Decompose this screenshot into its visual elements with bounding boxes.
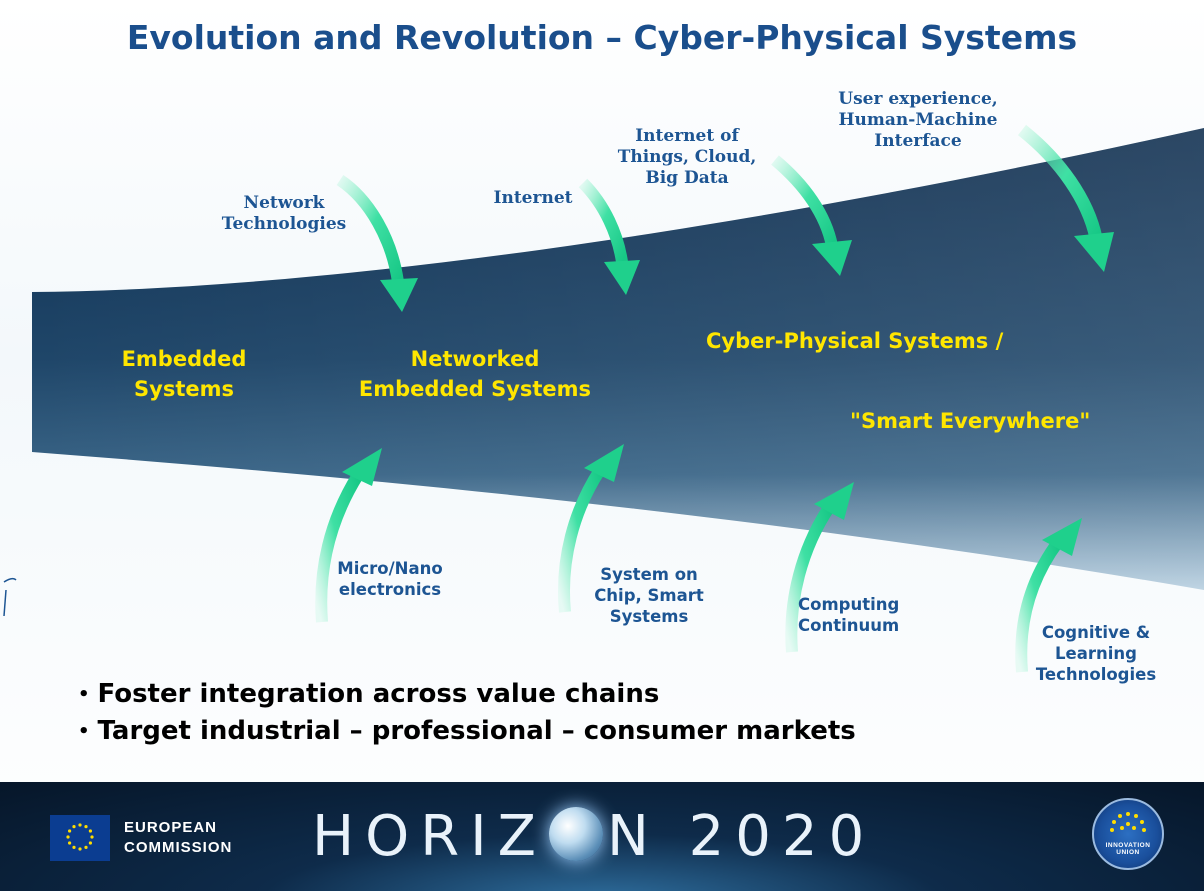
horizon-2020-wordmark: HORIZ N 2020: [312, 804, 875, 873]
label-line: Network: [243, 193, 325, 213]
stage-cyber-physical-systems: Cyber-Physical Systems /: [706, 329, 1004, 353]
stage-line: Embedded Systems: [358, 377, 592, 401]
eu-line: EUROPEAN: [124, 819, 218, 836]
evolution-diagram: [32, 124, 1204, 673]
label-computing-continuum: Computing Continuum: [798, 594, 926, 636]
label-line: Things, Cloud,: [617, 147, 757, 167]
label-micro-nano-electronics: Micro/Nano electronics: [330, 558, 450, 600]
label-line: User experience,: [838, 89, 998, 109]
label-line: Computing: [798, 595, 900, 614]
arrow-micro-icon: [315, 448, 382, 623]
label-internet: Internet: [493, 188, 573, 208]
label-network-technologies: Network Technologies: [206, 193, 362, 235]
arrow-network-icon: [336, 175, 418, 312]
innovation-union-badge-icon: INNOVATION UNION: [1092, 798, 1164, 870]
edge-mark-icon: [3, 577, 17, 617]
label-line: Human-Machine: [838, 110, 998, 130]
eu-line: COMMISSION: [124, 839, 233, 856]
horizon-text-right: N 2020: [606, 804, 876, 869]
label-line: Micro/Nano: [337, 559, 443, 578]
stage-line: Embedded: [121, 347, 247, 371]
label-iot-cloud-bigdata: Internet of Things, Cloud, Big Data: [612, 126, 762, 189]
bullet-item: • Foster integration across value chains: [78, 676, 856, 713]
label-line: Technologies: [221, 214, 347, 234]
label-line: Continuum: [798, 616, 900, 635]
label-line: System on: [600, 565, 698, 584]
label-system-on-chip: System on Chip, Smart Systems: [574, 564, 724, 627]
label-line: Learning: [1055, 644, 1137, 663]
arrow-computing-icon: [785, 482, 854, 653]
eu-flag-icon: [50, 815, 110, 861]
arrow-ux-icon: [1017, 124, 1114, 272]
label-line: electronics: [338, 580, 442, 599]
label-line: Systems: [609, 607, 689, 626]
arrow-soc-icon: [558, 444, 624, 613]
label-cognitive-learning: Cognitive & Learning Technologies: [1018, 622, 1174, 685]
stage-line: Systems: [134, 377, 234, 401]
stage-embedded-systems: Embedded Systems: [96, 344, 272, 404]
badge-text: INNOVATION UNION: [1105, 842, 1151, 856]
bullet-item: • Target industrial – professional – cons…: [78, 713, 856, 750]
stage-line: Networked: [410, 347, 540, 371]
horizon-text-left: HORIZ: [312, 804, 547, 869]
arrow-cognitive-icon: [1015, 518, 1082, 673]
bullet-list: •Foster integration across value chains …: [78, 676, 856, 750]
arrow-internet-icon: [578, 178, 640, 295]
stage-smart-everywhere: "Smart Everywhere": [850, 409, 1091, 433]
label-line: Cognitive &: [1041, 623, 1151, 642]
arrow-iot-icon: [771, 155, 852, 276]
bullet-text: Foster integration across value chains: [97, 679, 660, 709]
slide-title: Evolution and Revolution – Cyber-Physica…: [126, 18, 1078, 57]
horizon-2020-footer: EUROPEAN COMMISSION HORIZ N 2020 INNOVATI…: [0, 782, 1204, 891]
label-line: Interface: [874, 131, 962, 151]
label-line: Internet of: [635, 126, 739, 146]
stage-networked-embedded-systems: Networked Embedded Systems: [322, 344, 628, 404]
european-commission-logo-text: EUROPEAN COMMISSION: [124, 818, 232, 858]
label-line: Chip, Smart: [594, 586, 704, 605]
globe-icon: [548, 806, 603, 861]
bullet-dot-icon: •: [78, 721, 90, 742]
bullet-text: Target industrial – professional – consu…: [97, 716, 856, 746]
label-line: Technologies: [1035, 665, 1157, 684]
bullet-dot-icon: •: [78, 684, 90, 705]
label-user-experience: User experience, Human-Machine Interface: [820, 89, 1016, 152]
label-line: Big Data: [645, 168, 729, 188]
